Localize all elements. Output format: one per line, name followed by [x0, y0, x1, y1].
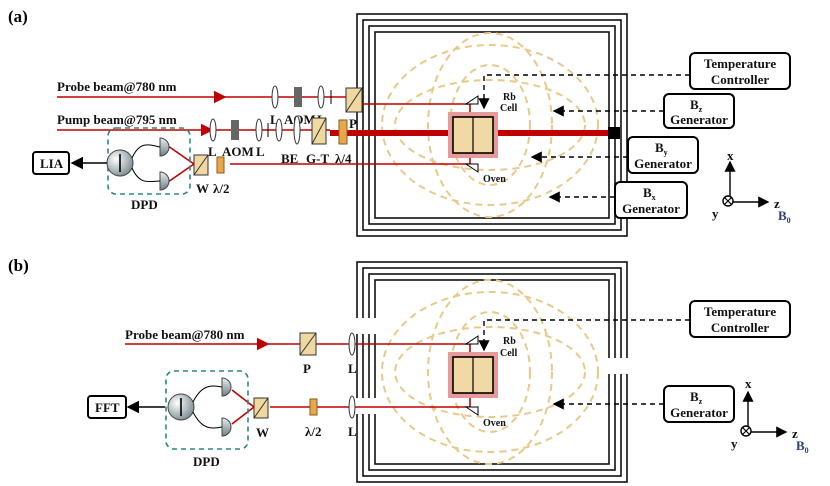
by-generator-label: Generator: [634, 156, 692, 171]
dpd-b: [165, 370, 249, 450]
bz-label: Bz: [690, 97, 703, 114]
temperature-controller-label: Controller: [711, 72, 769, 87]
aom-label: AOM: [222, 144, 254, 159]
temp-dashed-link-b: [478, 319, 690, 352]
beam-expander-label: BE: [281, 151, 298, 166]
by-label: By: [655, 140, 668, 157]
wollaston-label: W: [196, 181, 209, 196]
temperature-controller-box-a: [689, 52, 791, 90]
rb-cell-label: Rb: [503, 92, 516, 103]
polarizer-label: P: [349, 116, 357, 131]
axis-y-label: y: [712, 206, 719, 221]
lens-label: L: [348, 424, 357, 439]
dpd-a: [106, 127, 191, 195]
temperature-controller-label: Temperature: [704, 56, 776, 71]
axis-x-label: x: [745, 376, 752, 391]
axis-y-label: y: [731, 436, 738, 451]
wollaston-label: W: [256, 425, 269, 440]
bx-label: Bx: [643, 185, 656, 202]
bx-generator-box-a: [614, 181, 688, 219]
quarter-wave-plate-label: λ/4: [335, 151, 352, 166]
temp-dashed-link-a: [478, 74, 690, 110]
axis-z-label: z: [792, 426, 798, 441]
axis-x-label: x: [727, 148, 734, 163]
lens-icon: [255, 118, 263, 142]
fft-label: FFT: [95, 400, 120, 415]
panel-a-label: (a): [8, 7, 28, 26]
pump-beam-label-a: Pump beam@795 nm: [57, 112, 177, 127]
oven-label: Oven: [483, 418, 506, 429]
half-wave-plate-icon: [309, 398, 318, 416]
lens-icon: [271, 85, 279, 109]
dpd-label: DPD: [193, 454, 220, 469]
lens-label: L: [348, 361, 357, 376]
aom-icon: [231, 120, 239, 140]
axis-z-label: z: [774, 196, 780, 211]
aom-icon: [294, 87, 302, 107]
coordinate-axes-b: [740, 390, 788, 438]
by-generator-box-a: [627, 136, 699, 174]
lens-label: L: [270, 112, 279, 127]
lens-icon: [317, 85, 325, 109]
rb-cell-label: Cell: [500, 103, 517, 114]
b0-label: B0: [778, 208, 791, 225]
rb-cell-b: [448, 335, 498, 416]
fft-box: [87, 395, 127, 419]
probe-beam-label-b: Probe beam@780 nm: [125, 327, 245, 342]
lia-box: [32, 151, 70, 175]
half-wave-plate-icon: [216, 156, 225, 174]
polarizer-label: P: [303, 361, 311, 376]
half-wave-plate-label: λ/2: [213, 181, 230, 196]
dpd-label: DPD: [131, 197, 158, 212]
magnetic-shield-a: [356, 13, 628, 237]
aom-label: AOM: [284, 112, 316, 127]
lens-icon: [293, 115, 301, 145]
lens-icon: [348, 332, 356, 356]
lens-icon: [275, 118, 283, 142]
magnetic-shield-b: [352, 261, 632, 483]
glan-taylor-label: G-T: [306, 151, 329, 166]
lia-label: LIA: [40, 156, 64, 171]
panel-b-label: (b): [8, 256, 29, 275]
temperature-controller-box-b: [689, 300, 791, 338]
oven-label: Oven: [483, 174, 506, 185]
bz-generator-label: Generator: [670, 405, 728, 420]
temperature-controller-label: Controller: [711, 320, 769, 335]
b0-label: B0: [796, 438, 809, 455]
lens-icon: [348, 395, 356, 419]
half-wave-plate-label: λ/2: [305, 424, 322, 439]
bz-label: Bz: [690, 389, 703, 406]
rb-cell-a: [448, 95, 498, 173]
rb-cell-label: Rb: [503, 336, 516, 347]
temperature-controller-label: Temperature: [704, 304, 776, 319]
bx-generator-label: Generator: [622, 201, 680, 216]
coordinate-axes-a: [722, 160, 770, 208]
rb-cell-label: Cell: [500, 348, 517, 359]
lens-label: L: [256, 144, 265, 159]
quarter-wave-plate-icon: [338, 119, 348, 145]
beam-dump-a: [608, 127, 620, 139]
lens-icon: [209, 118, 217, 142]
probe-beam-label-a: Probe beam@780 nm: [57, 79, 177, 94]
lens-label: L: [208, 144, 217, 159]
bz-generator-label: Generator: [670, 112, 728, 127]
